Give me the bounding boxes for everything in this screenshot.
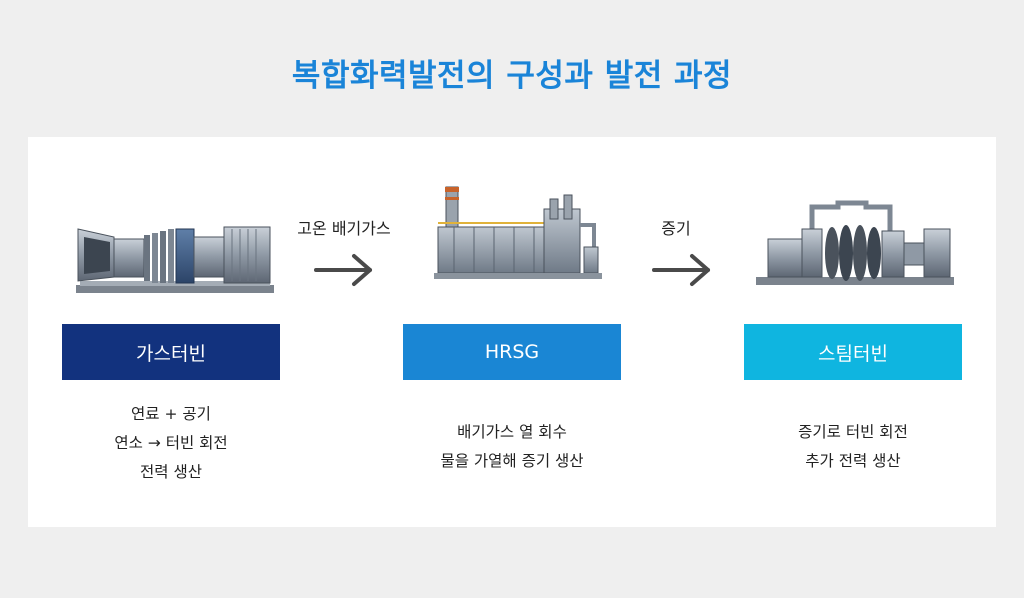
stage-description-gas-turbine: 연료 + 공기 연소 → 터빈 회전 전력 생산 — [62, 400, 280, 487]
steam-turbine-icon — [756, 200, 954, 285]
connector-label-exhaust-gas: 고온 배기가스 — [297, 219, 391, 238]
description-line: 물을 가열해 증기 생산 — [440, 452, 584, 470]
description-line: 전력 생산 — [140, 463, 202, 481]
description-line: 증기로 터빈 회전 — [798, 423, 908, 441]
description-line: 배기가스 열 회수 — [457, 423, 567, 441]
stage-description-hrsg: 배기가스 열 회수 물을 가열해 증기 생산 — [403, 418, 621, 476]
description-line: 연료 + 공기 — [131, 405, 211, 423]
gas-turbine-icon — [76, 226, 274, 293]
arrow-right-icon — [652, 254, 710, 286]
hrsg-icon — [434, 186, 602, 279]
stage-description-steam-turbine: 증기로 터빈 회전 추가 전력 생산 — [744, 418, 962, 476]
description-line: 연소 → 터빈 회전 — [114, 434, 228, 452]
stage-label-gas-turbine: 가스터빈 — [62, 324, 280, 380]
connector-label-steam: 증기 — [661, 219, 691, 238]
diagram-card: 고온 배기가스 증기 가스터빈 HRSG 스팀터빈 연료 + 공기 연소 → 터… — [28, 137, 996, 527]
page-title: 복합화력발전의 구성과 발전 과정 — [291, 58, 733, 94]
stage-label-hrsg: HRSG — [403, 324, 621, 380]
arrow-right-icon — [314, 254, 372, 286]
description-line: 추가 전력 생산 — [805, 452, 901, 470]
stage-label-steam-turbine: 스팀터빈 — [744, 324, 962, 380]
